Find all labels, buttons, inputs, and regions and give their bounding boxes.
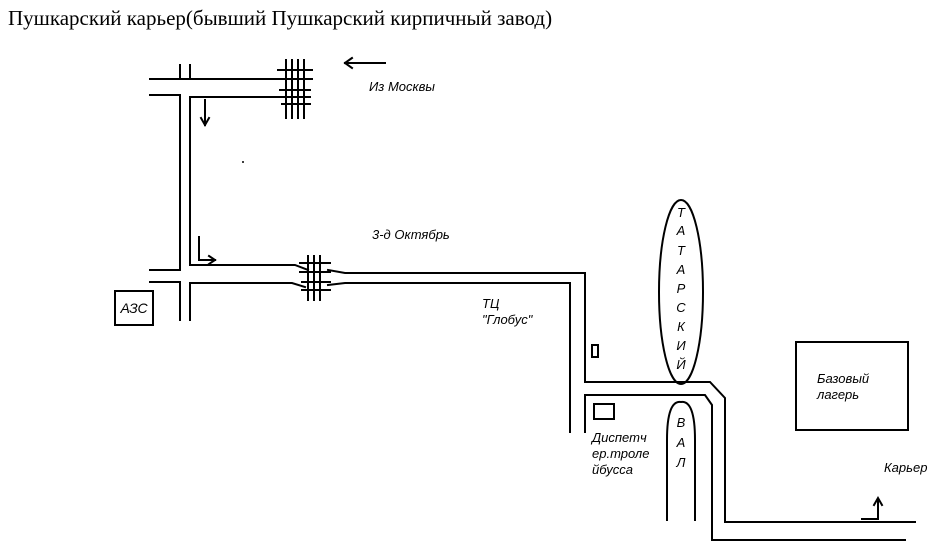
val-letter: А (676, 435, 686, 450)
tatarsky-letter: Р (676, 281, 686, 296)
label-trolleybus-dispatcher: Диспетч ер.троле йбусса (592, 430, 650, 477)
arrow-turn-down (199, 99, 211, 128)
tatarsky-ridge (658, 199, 704, 385)
gas-station-box: АЗС (114, 290, 154, 326)
road-oktyabr-lower (189, 282, 307, 289)
tatarsky-letter: А (676, 223, 686, 238)
tatarsky-letter: И (676, 338, 686, 353)
tatarsky-letter: Т (677, 205, 685, 220)
railway-crossing-mid (299, 255, 331, 301)
val-letter: В (676, 415, 686, 430)
label-base-camp: Базовый лагерь (817, 371, 870, 402)
arrow-from-moscow (343, 56, 386, 70)
tatarsky-letter: Т (677, 243, 685, 258)
arrow-to-quarry (861, 495, 884, 520)
tatarsky-letter: К (677, 319, 685, 334)
tatarsky-letter: Й (676, 357, 686, 372)
label-quarry: Карьер (884, 460, 928, 475)
arrow-turn-right (198, 236, 217, 266)
map-title: Пушкарский карьер(бывший Пушкарский кирп… (8, 6, 553, 30)
tc-globus-marker (591, 344, 599, 358)
dot-marker (242, 161, 244, 163)
road-south-upper (584, 394, 906, 541)
label-street-oktyabr: 3-д Октябрь (372, 227, 450, 242)
val-ridge (666, 400, 696, 521)
trolleybus-dispatcher-building (593, 403, 615, 420)
tatarsky-letter: С (676, 300, 686, 315)
tatarsky-letter: А (676, 262, 686, 277)
label-from-moscow: Из Москвы (369, 79, 436, 94)
label-mall-globus: ТЦ "Глобус" (482, 296, 533, 327)
base-camp-box: Базовый лагерь (795, 341, 909, 431)
road-east-upper (326, 268, 916, 523)
road-east-lower (326, 282, 571, 433)
val-letter: Л (676, 455, 686, 470)
road-oktyabr-upper (189, 264, 310, 272)
railway-crossing-top (277, 59, 313, 119)
